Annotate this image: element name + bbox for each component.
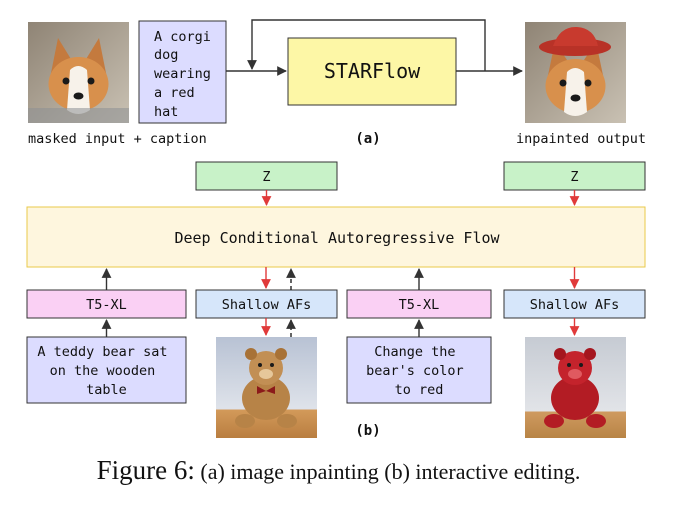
caption-box <box>138 20 227 124</box>
shallow-afs-label-left: Shallow AFs <box>222 297 311 313</box>
starflow-label: STARFlow <box>324 59 421 83</box>
masked-input-image <box>28 22 129 123</box>
deep-flow-box <box>26 206 646 268</box>
deep-flow-label: Deep Conditional Autoregressive Flow <box>174 229 500 247</box>
t5-xl-label-left: T5-XL <box>86 297 127 313</box>
caption-line: a red <box>154 85 195 101</box>
panel-label-b: (b) <box>355 423 380 439</box>
starflow-box <box>287 37 457 106</box>
prompt-line: to red <box>395 382 444 398</box>
svg-text:A corgi dog wearing: A corgi dog wearing a red hat <box>154 29 219 120</box>
svg-text:A teddy bear sat on the wo: A teddy bear sat on the wooden table <box>37 344 175 398</box>
output-label: inpainted output <box>516 131 646 147</box>
shallow-afs-box-left <box>195 289 338 319</box>
z-box-right <box>503 161 646 191</box>
feedback-loop-arrow <box>247 19 486 71</box>
panel-label-a: (a) <box>355 131 380 147</box>
shallow-afs-box-right <box>503 289 646 319</box>
t5-xl-box-left <box>26 289 187 319</box>
caption-line: wearing <box>154 66 211 82</box>
caption-line: hat <box>154 104 178 120</box>
figure-caption-prefix: Figure 6: <box>96 455 195 485</box>
inpainted-output-image <box>525 22 626 123</box>
t5-xl-box-right <box>346 289 492 319</box>
prompt-line: Change the <box>374 344 455 360</box>
input-label: masked input + caption <box>28 131 207 147</box>
z-box-left <box>195 161 338 191</box>
teddy-bear-image <box>216 337 317 438</box>
prompt-line: bear's color <box>366 363 464 379</box>
figure-caption: Figure 6: (a) image inpainting (b) inter… <box>0 455 677 486</box>
prompt-box-left <box>26 336 187 404</box>
z-label-right: Z <box>570 169 578 185</box>
figure-caption-text: (a) image inpainting (b) interactive edi… <box>194 459 581 484</box>
caption-line: dog <box>154 47 178 63</box>
svg-text:Change the bear's color: Change the bear's color to red <box>366 344 472 398</box>
shallow-afs-label-right: Shallow AFs <box>530 297 619 313</box>
z-label-left: Z <box>262 169 270 185</box>
prompt-line: table <box>86 382 127 398</box>
prompt-line: on the wooden <box>50 363 156 379</box>
red-teddy-bear-image <box>525 337 626 438</box>
caption-line: A corgi <box>154 29 211 45</box>
t5-xl-label-right: T5-XL <box>399 297 440 313</box>
prompt-line: A teddy bear sat <box>37 344 167 360</box>
